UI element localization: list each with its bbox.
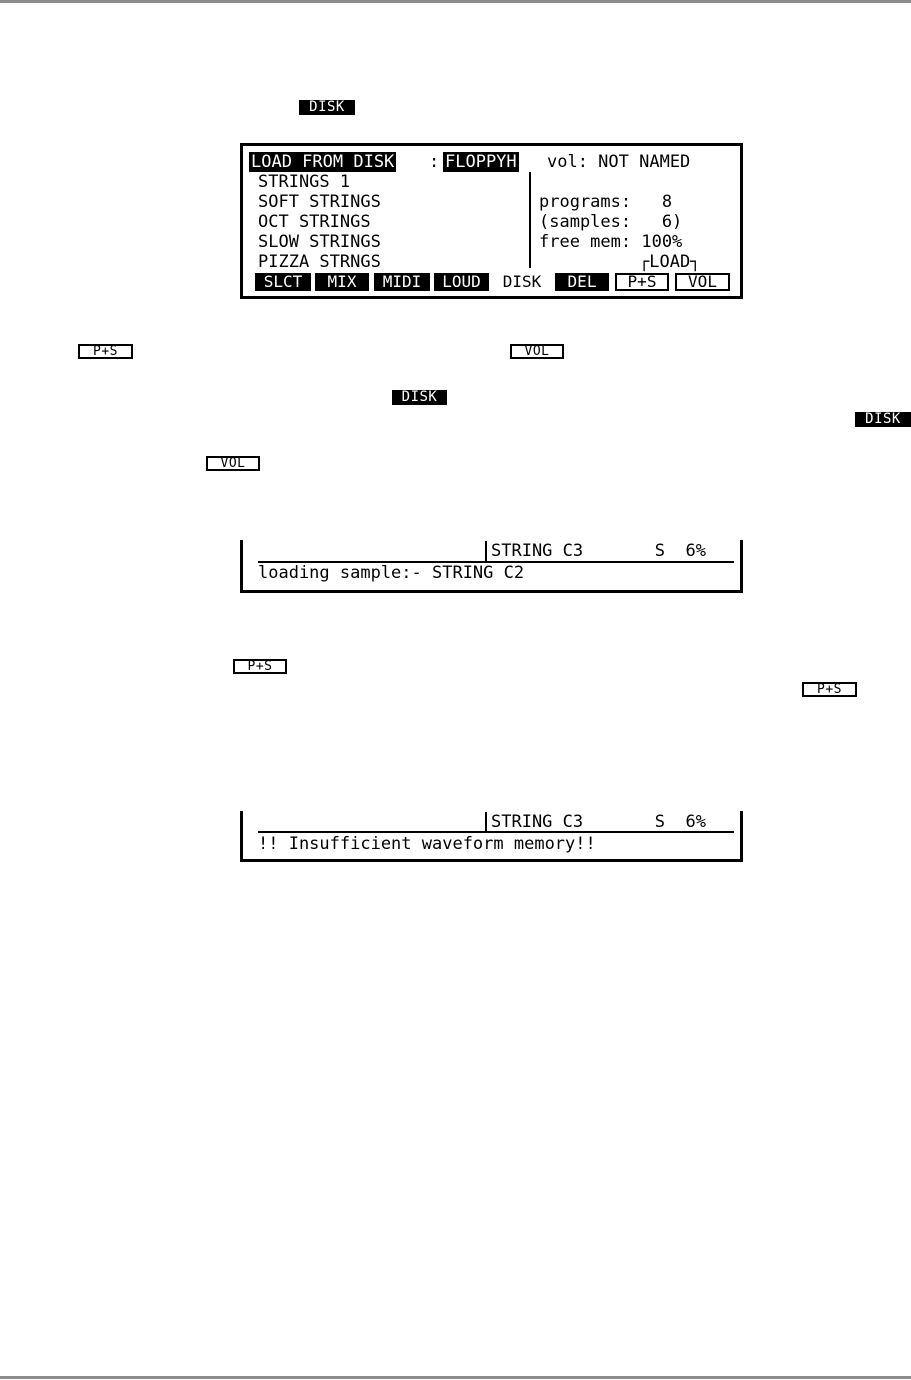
bottom-rule [0,1376,911,1379]
lcd-load-from-disk: LOAD FROM DISK : FLOPPYH vol: NOT NAMED … [240,143,743,299]
vol-key-1: VOL [510,344,564,359]
softkey-loud: LOUD [434,273,489,291]
error-message: !! Insufficient waveform memory!! [258,834,596,854]
header-mode: LOAD FROM DISK [249,152,397,172]
file-list-item: SLOW STRINGS [258,232,381,252]
softkey-mix: MIX [315,273,369,291]
softkey-slct: SLCT [255,273,311,291]
disk-key-3: DISK [855,412,911,427]
programs-count: programs: 8 [539,192,673,212]
ps-key-1: P+S [78,344,133,359]
free-memory: free mem: 100% [539,232,683,252]
file-list-item: STRINGS 1 [258,172,351,192]
status-underline [258,831,734,833]
softkey-vol: VOL [675,273,730,291]
file-list-item: OCT STRINGS [258,212,371,232]
softkey-disk: DISK [502,272,542,291]
ps-key-2: P+S [233,659,287,674]
current-sample-status: STRING C3 S 6% [491,812,706,832]
lcd-insufficient-memory: STRING C3 S 6% !! Insufficient waveform … [240,811,743,862]
status-divider [485,812,487,832]
softkey-ps: P+S [615,273,669,291]
samples-count: (samples: 6) [539,212,683,232]
top-rule [0,0,911,3]
list-divider [529,172,531,268]
header-volume: vol: NOT NAMED [547,152,691,172]
lcd-loading-sample: STRING C3 S 6% loading sample:- STRING C… [240,540,743,593]
header-separator: : [429,152,440,172]
header-drive: FLOPPYH [443,152,519,172]
ps-key-3: P+S [802,682,857,697]
load-label: ┌LOAD┐ [639,252,701,272]
softkey-del: DEL [555,273,609,291]
current-sample-status: STRING C3 S 6% [491,541,706,561]
file-list-item: PIZZA STRNGS [258,252,381,272]
file-list-item: SOFT STRINGS [258,192,381,212]
vol-key-2: VOL [206,456,260,471]
status-divider [485,541,487,562]
disk-key-1: DISK [299,100,355,115]
disk-key-2: DISK [392,390,447,405]
softkey-midi: MIDI [374,273,430,291]
status-underline [258,561,734,563]
loading-message: loading sample:- STRING C2 [258,563,525,583]
